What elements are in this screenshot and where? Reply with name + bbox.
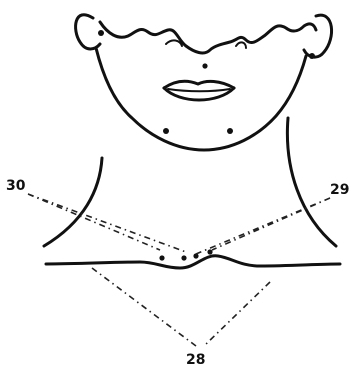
collarbone-point-3: [193, 253, 198, 258]
nose-point: [202, 63, 207, 68]
collarbone-line: [46, 256, 340, 268]
right-ear: [304, 15, 332, 57]
lip-line: [168, 89, 230, 91]
label-30: 30: [6, 178, 26, 194]
hairline-curl-left: [166, 40, 182, 46]
chin-point-left: [163, 128, 169, 134]
upper-lip: [164, 81, 234, 88]
hairline-outline: [100, 22, 316, 53]
collarbone-point-1: [159, 255, 164, 260]
collarbone-point-4: [207, 249, 212, 254]
label-29: 29: [330, 182, 349, 198]
leader-29: [196, 198, 330, 254]
left-ear: [76, 15, 100, 49]
label-28: 28: [186, 352, 205, 368]
leader-30: [28, 194, 186, 252]
neck-right-outline: [287, 118, 336, 246]
left-ear-point: [98, 30, 104, 36]
collarbone-point-2: [181, 255, 186, 260]
right-ear-point: [309, 53, 315, 59]
neck-left-outline: [44, 158, 102, 246]
leader-28: [92, 268, 270, 346]
chin-point-right: [227, 128, 233, 134]
hairline-curl-right: [236, 42, 246, 48]
